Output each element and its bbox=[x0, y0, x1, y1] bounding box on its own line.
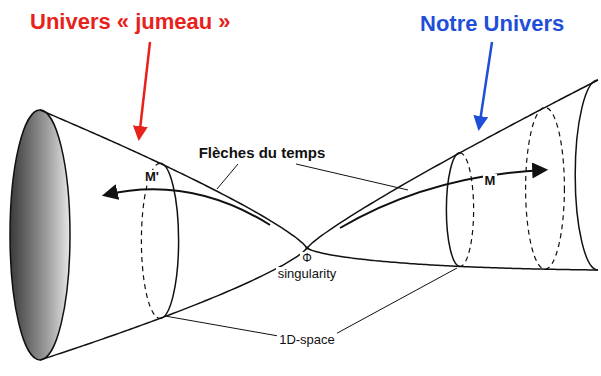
singularity-point bbox=[305, 246, 308, 249]
universe-title: Univers « jumeau » bbox=[30, 10, 231, 34]
leader-line bbox=[165, 316, 284, 337]
cone-opening bbox=[575, 80, 598, 270]
pointer-arrow bbox=[139, 42, 150, 138]
pointer-arrow bbox=[479, 42, 492, 128]
leader-line bbox=[217, 164, 238, 189]
point-label: M' bbox=[143, 170, 161, 184]
symbol-label: Φ bbox=[300, 252, 314, 265]
leader-line bbox=[330, 268, 457, 337]
cone-opening bbox=[10, 110, 70, 360]
space-section bbox=[460, 153, 474, 267]
time-arrow bbox=[105, 189, 270, 225]
point-label: M bbox=[483, 174, 498, 188]
cone-outline bbox=[40, 110, 307, 248]
leader-line bbox=[296, 164, 408, 190]
space-section bbox=[160, 163, 179, 318]
space-section bbox=[446, 153, 460, 267]
arrow-caption: Flèches du temps bbox=[197, 145, 328, 162]
space-caption: 1D-space bbox=[277, 333, 337, 347]
time-arrow bbox=[340, 170, 545, 228]
space-section bbox=[141, 163, 160, 318]
universe-title: Notre Univers bbox=[420, 12, 564, 36]
cone-outline bbox=[40, 248, 307, 360]
space-section bbox=[526, 107, 565, 269]
point-caption: singularity bbox=[276, 267, 339, 281]
